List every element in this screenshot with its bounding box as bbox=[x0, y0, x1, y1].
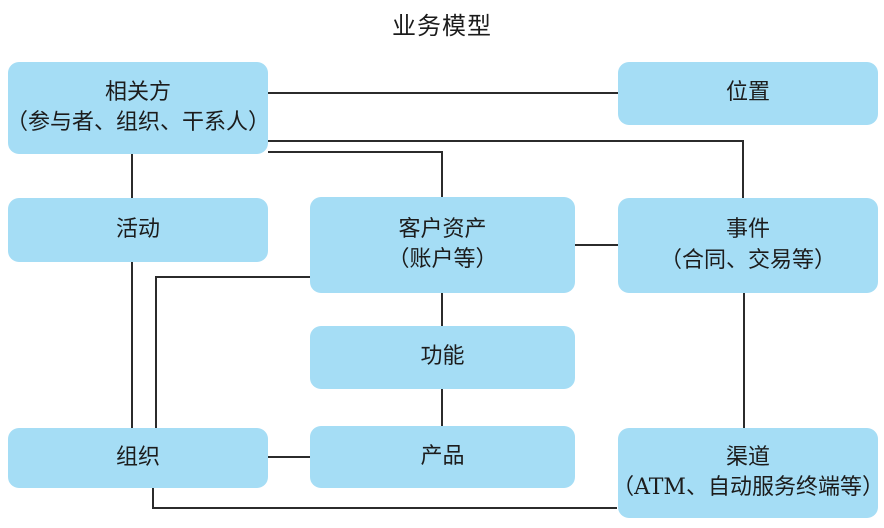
node-activity: 活动 bbox=[8, 198, 268, 262]
node-sublabel: （账户等） bbox=[387, 247, 498, 272]
node-sublabel: （合同、交易等） bbox=[659, 247, 836, 273]
node-label: 活动 bbox=[115, 216, 160, 242]
node-function: 功能 bbox=[310, 326, 575, 389]
node-label: 客户资产 bbox=[398, 216, 487, 242]
node-event: 事件 （合同、交易等） bbox=[618, 198, 878, 293]
node-label: 渠道 bbox=[725, 444, 770, 470]
diagram-title: 业务模型 bbox=[392, 12, 492, 40]
node-organization: 组织 bbox=[8, 428, 268, 488]
node-label: 事件 bbox=[725, 217, 770, 243]
node-channel: 渠道 （ATM、自动服务终端等） bbox=[612, 428, 884, 518]
edge-assets-organization bbox=[155, 276, 310, 428]
node-location: 位置 bbox=[618, 62, 878, 125]
node-label: 位置 bbox=[725, 80, 770, 106]
node-stakeholders: 相关方 （参与者、组织、干系人） bbox=[6, 62, 271, 154]
edge-stakeholders-event bbox=[268, 140, 744, 198]
node-product: 产品 bbox=[310, 426, 575, 488]
node-sublabel: （参与者、组织、干系人） bbox=[6, 110, 271, 135]
node-customer-assets: 客户资产 （账户等） bbox=[310, 197, 575, 293]
edge-stakeholders-assets bbox=[268, 151, 443, 197]
edge-organization-channel bbox=[152, 488, 617, 509]
node-label: 组织 bbox=[115, 444, 160, 470]
node-label: 产品 bbox=[420, 443, 465, 469]
node-sublabel: （ATM、自动服务终端等） bbox=[612, 475, 884, 500]
node-label: 相关方 bbox=[104, 79, 171, 105]
node-label: 功能 bbox=[420, 344, 465, 370]
